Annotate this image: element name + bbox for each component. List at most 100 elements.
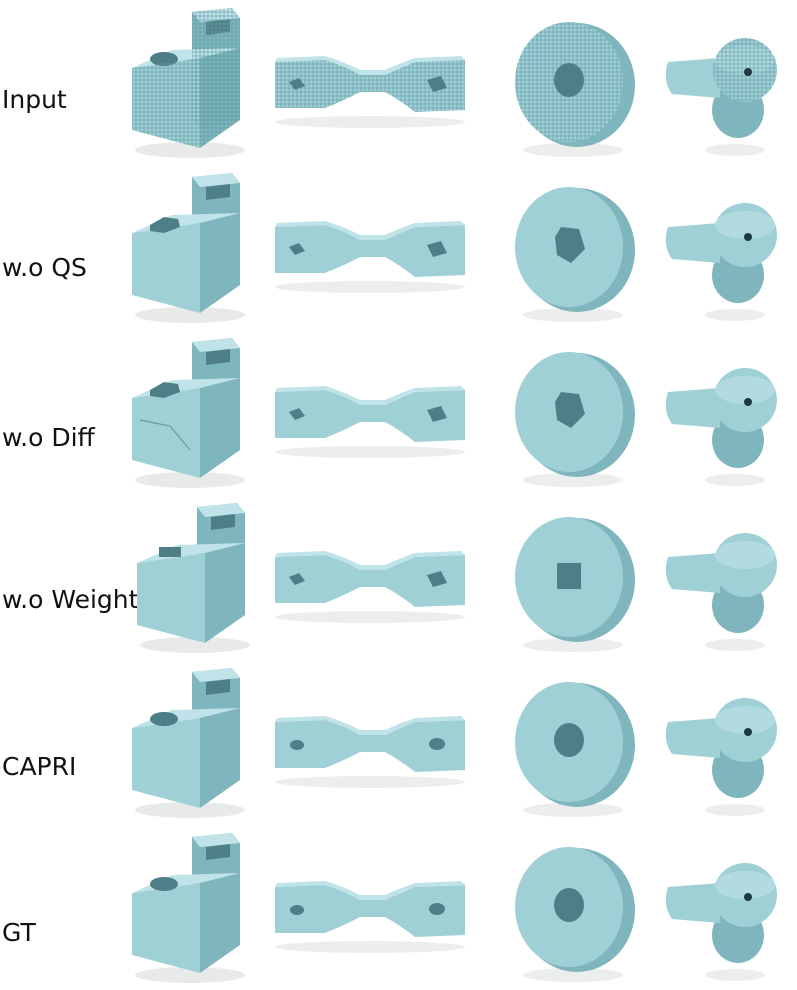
hole (555, 227, 585, 263)
shadow (135, 967, 245, 983)
shadow (275, 776, 465, 788)
voxel-grid (275, 60, 465, 112)
shadow (275, 446, 465, 458)
hole-right (427, 406, 447, 422)
shape-bracket (120, 165, 260, 330)
hole-right (427, 241, 447, 257)
cam-top (715, 376, 775, 404)
shadow (705, 309, 765, 321)
shape-cam-lever (650, 825, 790, 990)
hole-right (429, 903, 445, 915)
row-wo-weight: w.o Weight (0, 495, 797, 660)
shadow (275, 611, 465, 623)
cam-top (715, 706, 775, 734)
rod-top (275, 56, 465, 75)
rod-body (275, 720, 465, 772)
hole-right (427, 76, 447, 92)
hole (554, 63, 584, 97)
shape-cam-lever (650, 495, 790, 660)
slot (206, 844, 230, 860)
front-face (137, 553, 205, 643)
row-input: Input (0, 0, 797, 165)
cam-arm (665, 58, 720, 98)
side-face (200, 873, 240, 973)
front-face (132, 718, 200, 808)
hole-left (289, 78, 305, 90)
hole (554, 888, 584, 922)
hole (554, 723, 584, 757)
row-label: w.o Weight (2, 585, 139, 614)
shape-bracket (120, 660, 260, 825)
shadow (135, 142, 245, 158)
shadow (275, 941, 465, 953)
cam-arm (665, 553, 720, 593)
shape-connecting-rod (265, 330, 475, 495)
shadow (705, 969, 765, 981)
back-top (192, 668, 240, 682)
row-gt: GT (0, 825, 797, 990)
shadow (523, 968, 623, 982)
shadow (135, 307, 245, 323)
shadow (705, 474, 765, 486)
crack (139, 419, 191, 451)
shape-bracket (120, 330, 260, 495)
side-face (200, 213, 240, 313)
hole-right (427, 571, 447, 587)
shadow (523, 308, 623, 322)
cam-hole (744, 893, 752, 901)
cam-hole (744, 233, 752, 241)
hole-left (289, 573, 305, 585)
row-label: GT (2, 918, 36, 947)
shadow (705, 639, 765, 651)
row-label: Input (2, 85, 67, 114)
side-face (200, 378, 240, 478)
shape-connecting-rod (265, 660, 475, 825)
shape-connecting-rod (265, 0, 475, 165)
shape-connecting-rod (265, 825, 475, 990)
rod-top (275, 716, 465, 735)
hole (557, 563, 581, 589)
front-face (132, 388, 200, 478)
rod-top (275, 881, 465, 900)
hole-left (290, 740, 304, 750)
cam-arm (665, 718, 720, 758)
shape-bracket (120, 0, 260, 165)
hole (150, 877, 178, 891)
cam-hole (744, 68, 752, 76)
shape-washer (505, 495, 640, 660)
hole-right (429, 738, 445, 750)
shadow (523, 473, 623, 487)
front-face (132, 883, 200, 973)
slot (206, 679, 230, 695)
back-top (192, 338, 240, 352)
shape-washer (505, 825, 640, 990)
shadow (135, 472, 245, 488)
cam-top (715, 541, 775, 569)
row-capri: CAPRI (0, 660, 797, 825)
back-top (192, 833, 240, 847)
top-face (137, 543, 245, 563)
cam-arm (665, 388, 720, 428)
shadow (275, 116, 465, 128)
rod-body (275, 555, 465, 607)
row-label: CAPRI (2, 752, 77, 781)
rod-top (275, 221, 465, 240)
cam-top (715, 871, 775, 899)
shadow (705, 804, 765, 816)
side-face (200, 708, 240, 808)
shape-connecting-rod (265, 165, 475, 330)
row-wo-diff: w.o Diff (0, 330, 797, 495)
hole (150, 217, 180, 233)
cam-arm (665, 883, 720, 923)
side-face (205, 543, 245, 643)
row-wo-qs: w.o QS (0, 165, 797, 330)
front-face (132, 223, 200, 313)
back-top (197, 503, 245, 517)
slot (206, 184, 230, 200)
rod-top (275, 551, 465, 570)
hole (159, 547, 181, 557)
slot (206, 349, 230, 365)
cam-arm (665, 223, 720, 263)
rod-body (275, 885, 465, 937)
slot (211, 514, 235, 530)
